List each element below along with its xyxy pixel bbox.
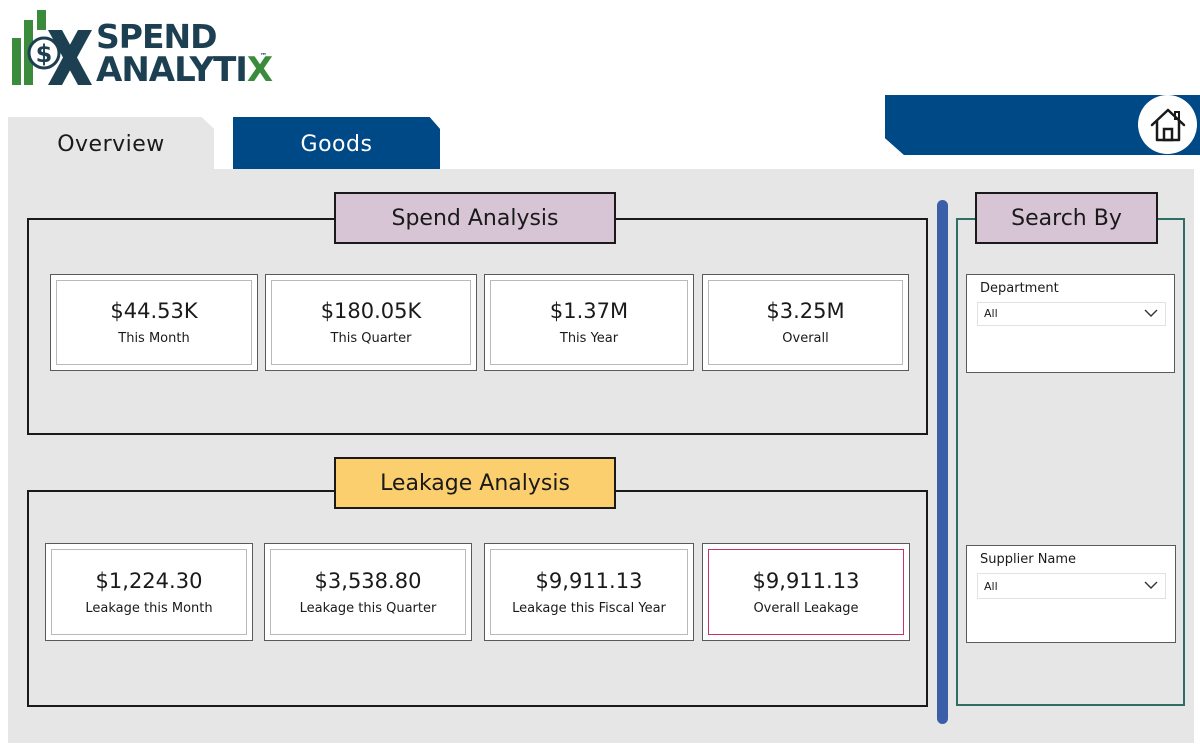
kpi-label: This Year	[559, 331, 619, 346]
kpi-value: $3.25M	[766, 299, 845, 323]
kpi-card-overall-leakage: $9,911.13 Overall Leakage	[702, 543, 910, 641]
svg-text:$: $	[36, 40, 53, 68]
kpi-value: $44.53K	[110, 299, 198, 323]
supplier-name-dropdown-value: All	[984, 580, 998, 593]
brand-logo: $ SPEND ANALYTIX ™	[10, 8, 280, 90]
kpi-label: Overall	[782, 331, 829, 346]
home-icon	[1150, 108, 1185, 141]
kpi-card-this-year: $1.37M This Year	[484, 274, 694, 371]
kpi-label: Leakage this Quarter	[299, 600, 437, 616]
kpi-card-leakage-month: $1,224.30 Leakage this Month	[45, 543, 253, 641]
chevron-down-icon	[1144, 309, 1158, 317]
spend-analysis-title-text: Spend Analysis	[391, 205, 559, 231]
leakage-analysis-title-text: Leakage Analysis	[380, 470, 570, 496]
brand-name-line1: SPEND	[96, 17, 218, 56]
chevron-down-icon	[1144, 581, 1158, 589]
home-button[interactable]	[1138, 95, 1197, 154]
kpi-card-body: $1.37M This Year	[490, 280, 688, 365]
kpi-card-body: $1,224.30 Leakage this Month	[51, 549, 247, 635]
leakage-analysis-title: Leakage Analysis	[334, 457, 616, 509]
tab-overview-label: Overview	[57, 131, 165, 157]
kpi-label: This Month	[118, 331, 190, 346]
tab-goods[interactable]: Goods	[233, 117, 440, 171]
tab-goods-label: Goods	[300, 131, 373, 157]
supplier-name-slicer: Supplier Name All	[966, 545, 1176, 643]
department-slicer: Department All	[966, 274, 1175, 373]
search-by-title-text: Search By	[1011, 205, 1122, 231]
kpi-card-body: $3,538.80 Leakage this Quarter	[270, 549, 466, 635]
kpi-label: Leakage this Month	[85, 600, 213, 616]
kpi-value: $9,911.13	[535, 568, 643, 593]
search-by-title: Search By	[975, 192, 1158, 244]
supplier-name-dropdown[interactable]: All	[977, 573, 1166, 599]
kpi-label: Leakage this Fiscal Year	[512, 600, 666, 616]
spend-analysis-title: Spend Analysis	[334, 192, 616, 244]
kpi-card-overall: $3.25M Overall	[702, 274, 909, 371]
brand-name-line2-x: X	[246, 50, 273, 90]
kpi-card-body-highlighted: $9,911.13 Overall Leakage	[708, 549, 904, 635]
vertical-divider	[937, 200, 948, 724]
kpi-card-this-month: $44.53K This Month	[50, 274, 258, 371]
kpi-value: $180.05K	[320, 299, 422, 323]
trademark-mark: ™	[260, 52, 267, 60]
kpi-label: This Quarter	[330, 331, 412, 346]
kpi-card-body: $3.25M Overall	[708, 280, 903, 365]
department-dropdown[interactable]: All	[977, 302, 1166, 326]
kpi-value: $1,224.30	[95, 568, 203, 593]
kpi-value: $1.37M	[549, 299, 629, 323]
department-slicer-label: Department	[980, 281, 1059, 296]
brand-logo-mark: $	[12, 10, 92, 85]
brand-name-line2-main: ANALYTI	[96, 50, 248, 90]
kpi-value: $3,538.80	[314, 568, 422, 593]
supplier-name-slicer-label: Supplier Name	[980, 552, 1077, 567]
kpi-card-this-quarter: $180.05K This Quarter	[265, 274, 477, 371]
kpi-card-body: $44.53K This Month	[56, 280, 252, 365]
department-dropdown-value: All	[984, 307, 998, 320]
kpi-label: Overall Leakage	[753, 600, 859, 616]
tab-overview[interactable]: Overview	[8, 117, 214, 171]
kpi-card-leakage-fiscal-year: $9,911.13 Leakage this Fiscal Year	[484, 543, 694, 641]
kpi-card-body: $180.05K This Quarter	[271, 280, 471, 365]
kpi-value: $9,911.13	[752, 568, 860, 593]
brand-name-line2: ANALYTIX	[96, 50, 273, 90]
kpi-card-leakage-quarter: $3,538.80 Leakage this Quarter	[264, 543, 472, 641]
kpi-card-body: $9,911.13 Leakage this Fiscal Year	[490, 549, 688, 635]
